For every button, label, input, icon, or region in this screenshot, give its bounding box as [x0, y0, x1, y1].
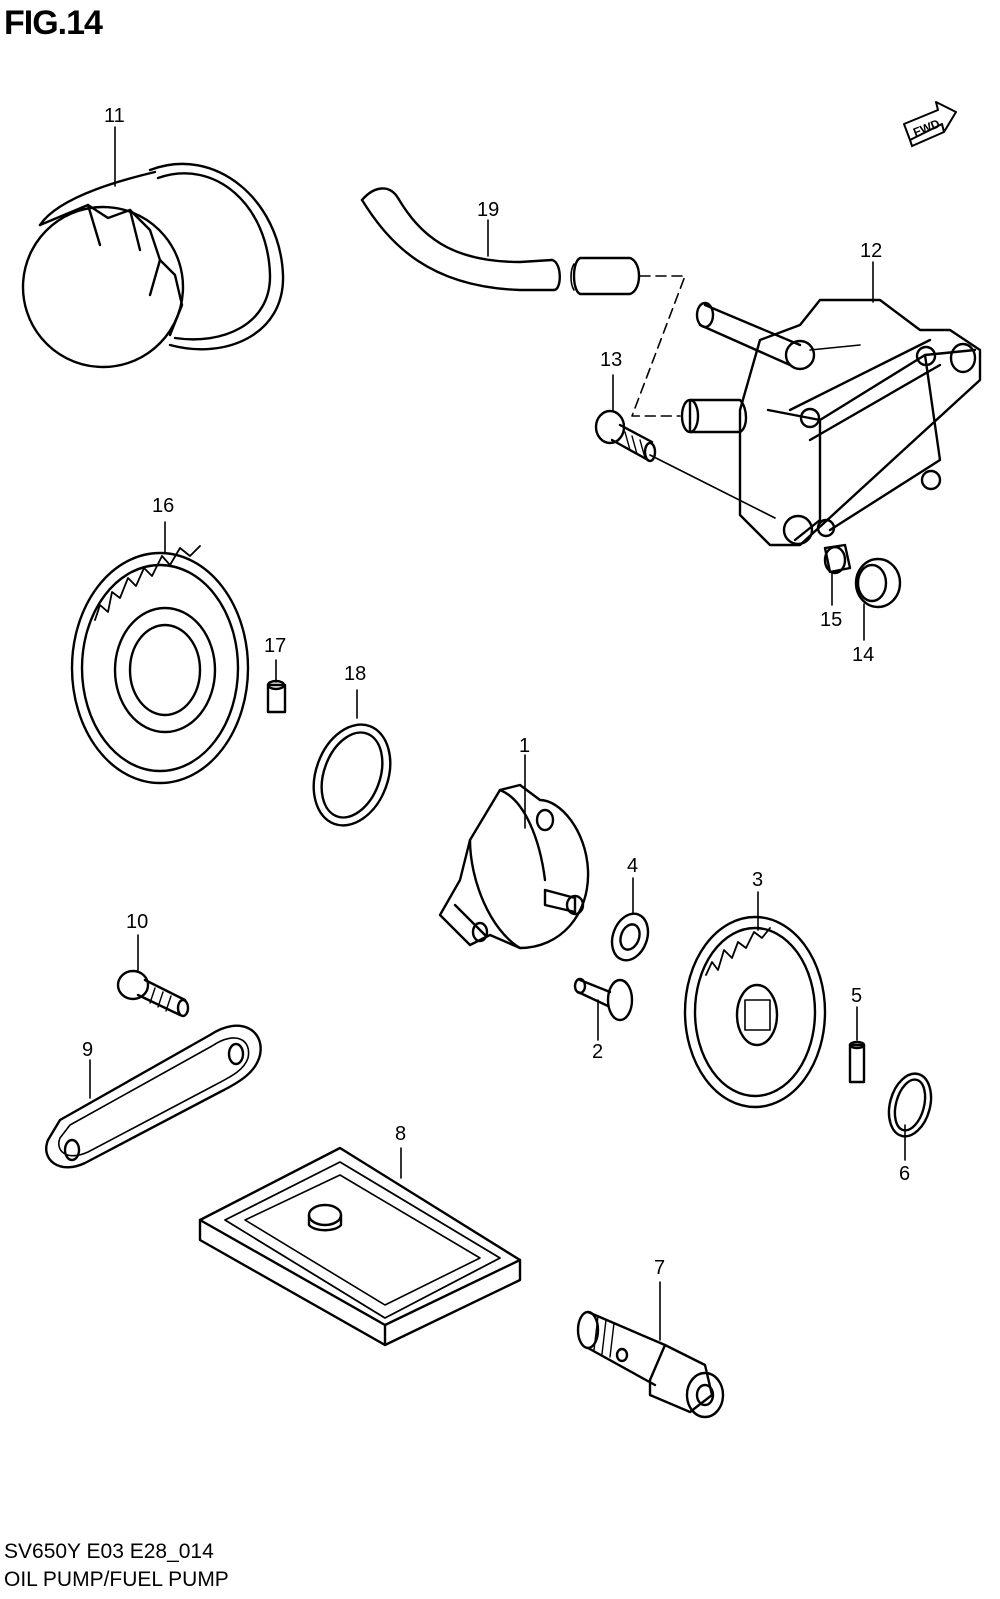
callout-15: 15 — [820, 609, 843, 631]
plate-part-9 — [45, 1024, 262, 1169]
leader-dashed — [631, 275, 686, 417]
circlip-part-18 — [312, 689, 392, 827]
callout-19: 19 — [477, 199, 500, 221]
callout-11: 11 — [104, 105, 125, 127]
callout-18: 18 — [344, 663, 367, 685]
gear-part-3 — [683, 891, 827, 1109]
callout-12: 12 — [860, 240, 883, 262]
model-code: SV650Y E03 E28_014 — [4, 1540, 214, 1563]
callout-3: 3 — [752, 869, 764, 891]
oil-filter-part-11 — [21, 126, 285, 369]
washer-part-4 — [610, 877, 650, 962]
circlip-part-6 — [887, 1072, 933, 1161]
fwd-arrow-icon: FWD — [903, 101, 957, 148]
grommet-part-14 — [854, 557, 902, 641]
callout-10: 10 — [126, 911, 149, 933]
fuel-pump-part-12 — [649, 261, 982, 547]
bolt-part-13 — [594, 374, 657, 463]
oil-strainer-part-8 — [198, 1146, 522, 1347]
callout-7: 7 — [654, 1257, 666, 1279]
pin-part-17 — [266, 659, 287, 714]
bolt-part-10 — [116, 934, 190, 1018]
screw-part-2 — [573, 977, 634, 1041]
callout-4: 4 — [627, 855, 639, 877]
pin-part-5 — [848, 1006, 866, 1084]
callout-9: 9 — [82, 1039, 94, 1061]
callout-16: 16 — [152, 495, 175, 517]
figure-title: FIG.14 — [4, 4, 103, 42]
callout-8: 8 — [395, 1123, 407, 1145]
callout-2: 2 — [592, 1041, 604, 1063]
callout-1: 1 — [519, 735, 531, 757]
oil-pump-part-1 — [438, 754, 590, 950]
callout-13: 13 — [600, 349, 623, 371]
callout-17: 17 — [264, 635, 287, 657]
relief-valve-part-7 — [576, 1281, 725, 1419]
callout-5: 5 — [851, 985, 863, 1007]
callout-6: 6 — [899, 1163, 911, 1185]
fuel-hose-part-19 — [360, 187, 641, 296]
collar-part-15 — [823, 543, 852, 606]
callout-14: 14 — [852, 644, 875, 666]
sprocket-part-16 — [70, 521, 250, 785]
diagram-caption: OIL PUMP/FUEL PUMP — [4, 1568, 229, 1591]
